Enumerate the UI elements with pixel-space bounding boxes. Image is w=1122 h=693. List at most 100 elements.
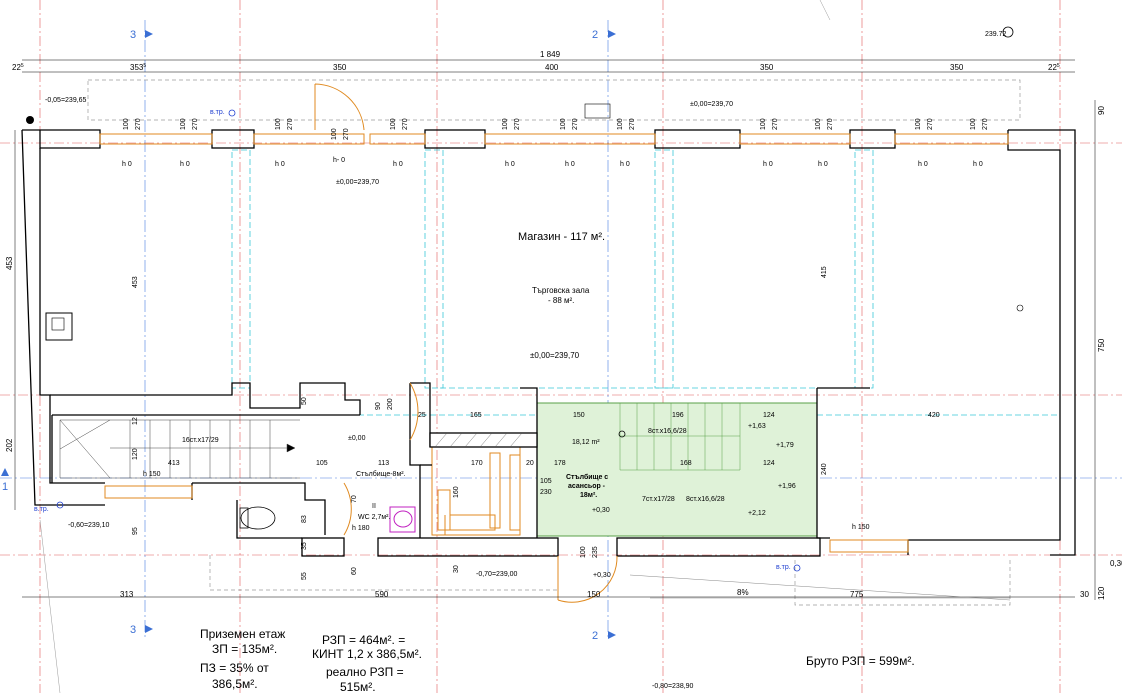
door-arcs (314, 83, 618, 603)
room-h150-right: h 150 (852, 524, 870, 531)
left-stair (59, 419, 300, 479)
level-center: ±0,00=239,70 (530, 351, 580, 360)
axis-3-bottom: 3 (130, 624, 136, 636)
walls (21, 129, 1076, 557)
dim-right-edge: 225 (1048, 63, 1060, 72)
axis-2-top: 2 (592, 29, 598, 41)
svg-text:230: 230 (540, 489, 552, 496)
dim-bottom-1: 313 (120, 590, 134, 599)
ramp (629, 574, 1011, 601)
svg-text:95: 95 (132, 527, 139, 535)
axis-1-left: 1 (2, 481, 8, 493)
svg-text:30: 30 (453, 565, 460, 573)
level-bottom-low: -0,80=238,90 (652, 683, 694, 690)
svg-text:70: 70 (351, 495, 358, 503)
svg-text:420: 420 (928, 412, 940, 419)
svg-text:270: 270 (772, 118, 779, 130)
svg-text:105: 105 (316, 460, 328, 467)
svg-text:124: 124 (763, 460, 775, 467)
svg-text:235: 235 (592, 546, 599, 558)
level-lift-4: +2,12 (748, 510, 766, 517)
svg-text:100: 100 (760, 118, 767, 130)
svg-text:h 0: h 0 (565, 161, 575, 168)
svg-text:25: 25 (418, 412, 426, 419)
btr-2: в.тр. (34, 506, 49, 513)
svg-text:100: 100 (617, 118, 624, 130)
svg-text:100: 100 (180, 118, 187, 130)
room-h180: h 180 (352, 525, 370, 532)
summary-kint: КИНТ 1,2 х 386,5м². (312, 647, 422, 661)
room-stair-left: 16ст.х17/29 (182, 437, 219, 444)
level-lift-6: +0,30 (593, 572, 611, 579)
room-lift-2: асансьор - (568, 483, 606, 490)
room-lift-area: 18,12 m² (572, 439, 600, 446)
dim-bay-4: 350 (760, 63, 774, 72)
svg-text:100: 100 (502, 118, 509, 130)
room-wc-code: II (372, 503, 376, 510)
svg-text:196: 196 (672, 412, 684, 419)
svg-text:165: 165 (470, 412, 482, 419)
sink (389, 506, 416, 533)
upper-outline (87, 79, 1021, 606)
room-hall-1: Търговска зала (532, 286, 590, 295)
room-h150-left: h 150 (143, 471, 161, 478)
svg-text:h 0: h 0 (505, 161, 515, 168)
hatch (434, 432, 523, 448)
dim-bottom-4: 775 (850, 590, 864, 599)
room-stair-mid: Стълбище-8м². (356, 470, 406, 478)
svg-text:100: 100 (560, 118, 567, 130)
summary-pz-area: 386,5м². (212, 677, 258, 691)
svg-text:178: 178 (554, 460, 566, 467)
svg-text:270: 270 (572, 118, 579, 130)
room-lift-3: 18м². (580, 492, 597, 499)
level-lift-2: +1,79 (776, 442, 794, 449)
level-top-mid: ±0,00=239,70 (336, 179, 379, 186)
svg-text:270: 270 (343, 128, 350, 140)
svg-text:h 0: h 0 (180, 161, 190, 168)
room-hall-2: - 88 м². (548, 296, 574, 305)
ramp-slope: 8% (737, 588, 749, 597)
dim-overall: 1 849 (540, 50, 561, 59)
axis-lines (0, 20, 1122, 640)
svg-text:100: 100 (123, 118, 130, 130)
svg-text:200: 200 (387, 398, 394, 410)
svg-text:413: 413 (168, 460, 180, 467)
dim-left-453: 453 (5, 256, 14, 270)
level-lift-1: +1,63 (748, 423, 766, 430)
svg-text:35: 35 (301, 542, 308, 550)
summary-gross: Бруто РЗП = 599м². (806, 654, 915, 668)
level-lift-3: +1,96 (778, 483, 796, 490)
window-dims: 100 270 100 270 100 270 100 270 100 270 … (123, 118, 989, 140)
summary-real-area: 515м². (340, 680, 376, 693)
svg-text:113: 113 (378, 460, 389, 467)
chimney (45, 312, 73, 341)
wc-fixtures (239, 506, 276, 530)
svg-text:h 0: h 0 (973, 161, 983, 168)
room-stair-b: 7ст.х17/28 (642, 496, 675, 503)
svg-text:453: 453 (132, 276, 139, 288)
dim-bay-3: 400 (545, 63, 559, 72)
svg-text:170: 170 (471, 460, 483, 467)
dim-right-750: 750 (1097, 338, 1106, 352)
level-bottom-left: -0,60=239,10 (68, 522, 110, 529)
svg-text:12: 12 (132, 417, 139, 425)
level-top-left: -0,05=239,65 (45, 97, 87, 104)
inner-dims: 415 453 25 165 150 196 124 420 170 178 1… (132, 266, 940, 580)
svg-text:h 0: h 0 (275, 161, 285, 168)
axis-markers (1, 30, 616, 639)
room-stair-c: 8ст.х16,6/28 (686, 496, 725, 503)
svg-text:h 0: h 0 (818, 161, 828, 168)
axis-3-top: 3 (130, 29, 136, 41)
svg-text:270: 270 (135, 118, 142, 130)
svg-text:150: 150 (573, 412, 585, 419)
svg-text:90: 90 (375, 402, 382, 410)
svg-text:55: 55 (301, 572, 308, 580)
dim-left-edge: 225 (12, 63, 24, 72)
svg-text:100: 100 (580, 546, 587, 558)
lift-stair-treads (619, 403, 741, 471)
svg-text:20: 20 (526, 460, 534, 467)
level-wc: ±0,00 (348, 435, 366, 442)
svg-text:270: 270 (192, 118, 199, 130)
summary-floor: Приземен етаж (200, 627, 285, 641)
